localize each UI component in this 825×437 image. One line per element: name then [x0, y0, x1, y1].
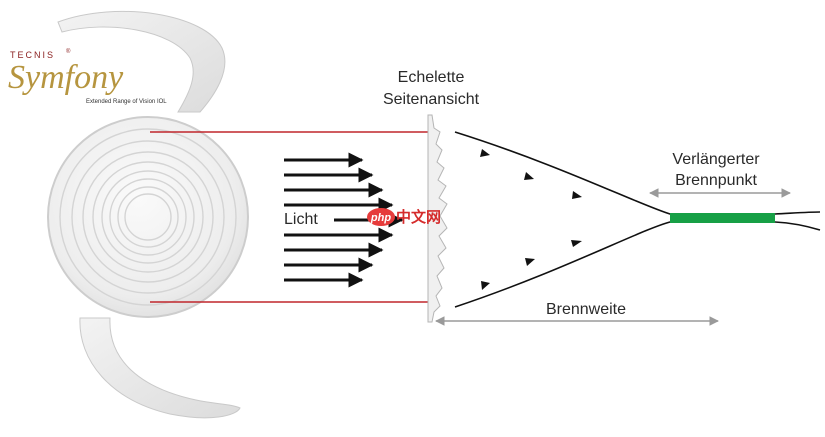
- extended-focus-zone: [670, 213, 775, 223]
- ray-arrowhead: [572, 191, 582, 199]
- ray-bottom: [454, 221, 821, 308]
- ray-arrowhead: [480, 149, 490, 157]
- ray-top: [454, 131, 821, 215]
- logo-wordmark: Symfony: [8, 59, 124, 96]
- ray-arrowheads: [480, 149, 582, 290]
- logo-registered-mark: ®: [66, 48, 72, 55]
- light-rays: [454, 131, 821, 308]
- ray-arrowhead: [524, 172, 534, 180]
- watermark-badge-text: php: [370, 212, 391, 224]
- focal-length-label: Brennweite: [546, 301, 626, 318]
- extended-focus-label-line1: Verlängerter: [672, 151, 760, 168]
- light-label: Licht: [284, 211, 318, 228]
- light-arrows: [284, 152, 404, 288]
- ray-arrowhead: [525, 258, 535, 266]
- logo-subtitle: Extended Range of Vision IOL: [86, 99, 167, 105]
- lens-upper-haptic: [57, 10, 226, 113]
- lens-optic: [47, 116, 249, 318]
- watermark: php 中文网: [367, 208, 441, 226]
- lens-lower-haptic: [79, 317, 241, 419]
- logo-brand: TECNIS: [10, 50, 55, 60]
- extended-focus-label-line2: Brennpunkt: [675, 172, 757, 189]
- watermark-badge: [367, 208, 395, 226]
- tecnis-symfony-logo: TECNIS ® Symfony Extended Range of Visio…: [8, 48, 167, 105]
- ray-arrowhead: [571, 240, 582, 247]
- echelette-profile: [427, 114, 448, 323]
- echelette-label-line2: Seitenansicht: [383, 91, 480, 108]
- ray-arrowhead: [481, 281, 490, 290]
- watermark-text: 中文网: [396, 208, 441, 226]
- echelette-label-line1: Echelette: [398, 69, 465, 86]
